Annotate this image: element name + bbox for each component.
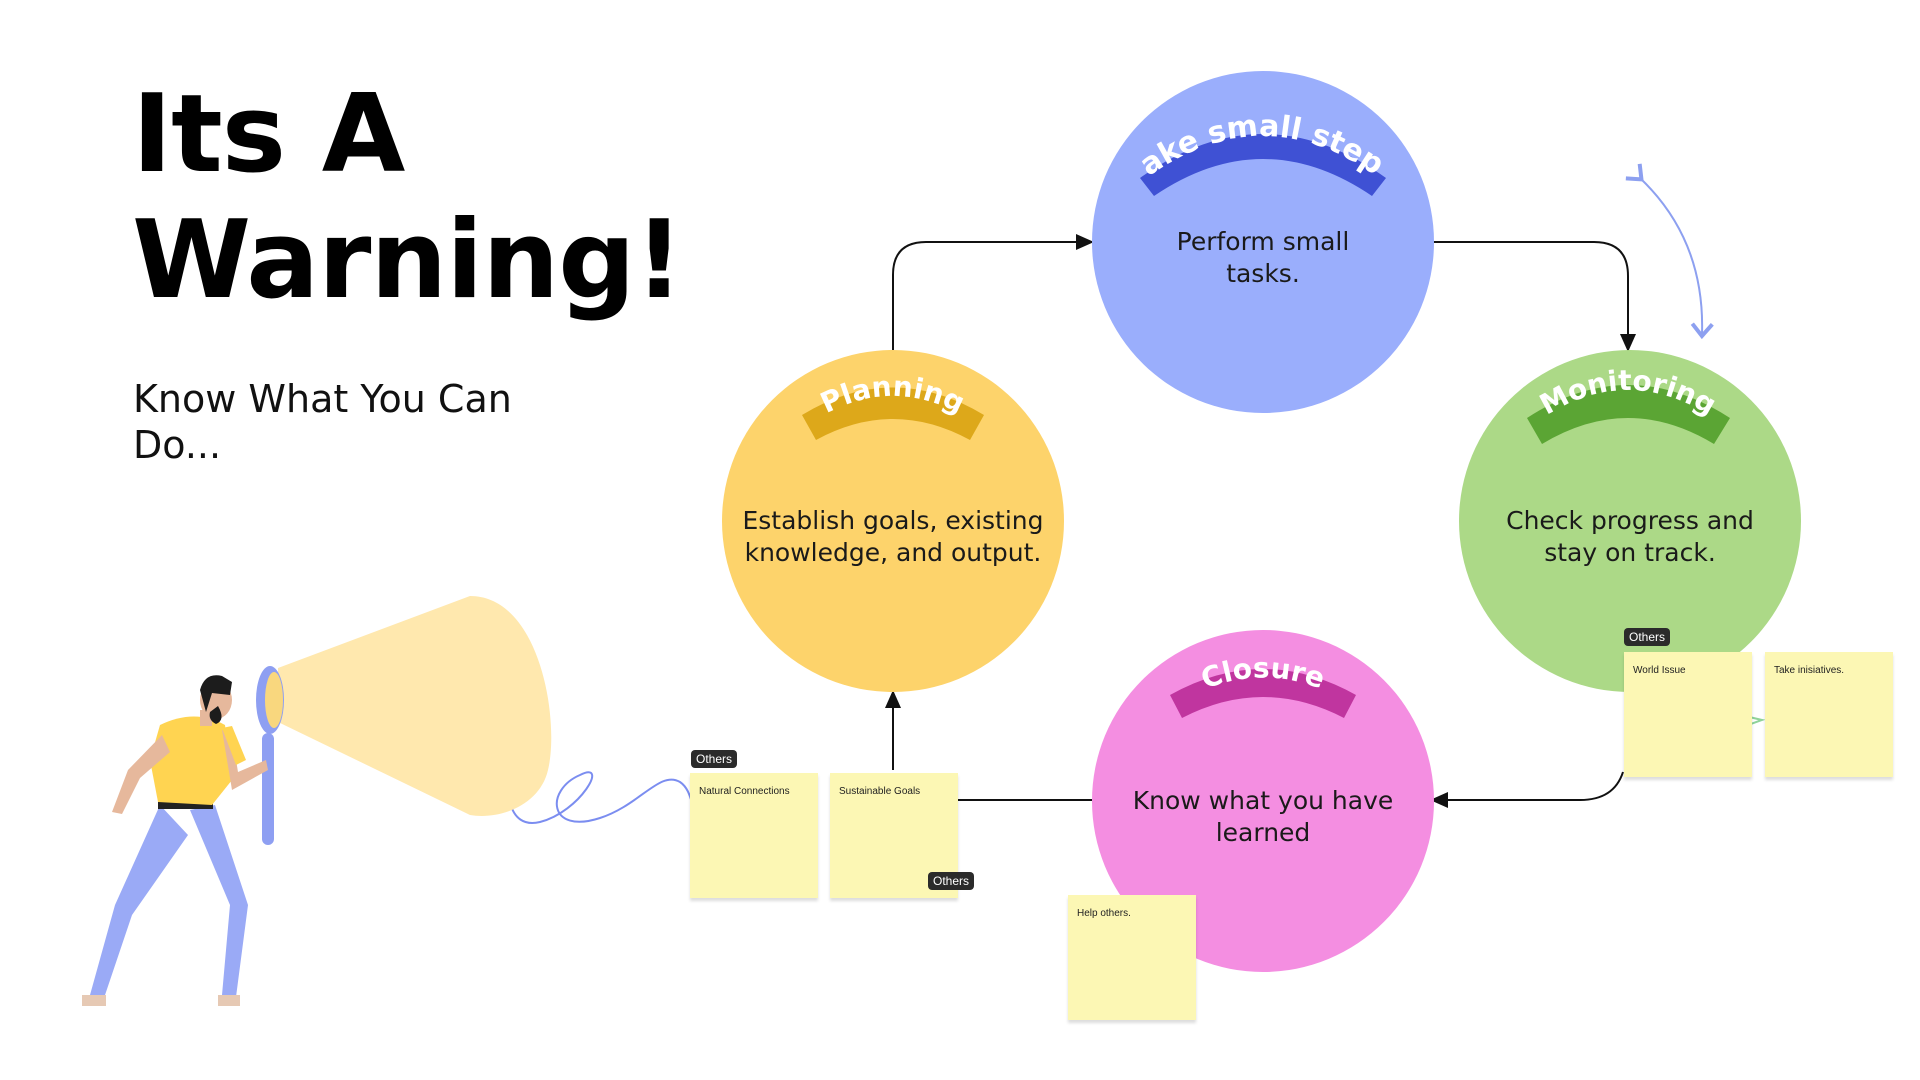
note-text: Natural Connections [699, 786, 790, 797]
sticky-note-take-initiatives[interactable]: Take inisiatives. [1765, 652, 1893, 777]
monitoring-text-line-1: Check progress and [1506, 506, 1754, 535]
title-line-2: Warning! [132, 198, 684, 323]
tag-others[interactable]: Others [691, 750, 738, 768]
planning-text-line-1: Establish goals, existing [742, 506, 1044, 535]
sticky-note-help-others[interactable]: Help others. [1068, 895, 1196, 1020]
sticky-note-world-issue[interactable]: World Issue [1624, 652, 1752, 777]
note-text: World Issue [1633, 665, 1686, 676]
planning-text-line-2: knowledge, and output. [744, 538, 1042, 567]
closure-text-line-2: learned [1215, 818, 1311, 847]
note-text: Sustainable Goals [839, 786, 921, 797]
title-line-1: Its A [132, 72, 405, 197]
connector-planning-steps [892, 234, 1094, 350]
subtitle: Know What You Can Do... [133, 377, 512, 467]
note-text: Help others. [1077, 908, 1131, 919]
tag-others[interactable]: Others [1624, 628, 1671, 646]
band-monitoring [1527, 385, 1730, 444]
double-arrow-icon [1625, 163, 1714, 340]
note-text: Take inisiatives. [1774, 665, 1845, 676]
band-planning [802, 387, 984, 440]
sticky-note-natural-connections[interactable]: Natural Connections [690, 773, 818, 898]
squiggle-line [507, 741, 706, 825]
band-closure [1170, 669, 1356, 718]
light-cone [278, 596, 552, 816]
page-title: Its A Warning! [132, 72, 692, 324]
steps-text-line-1: Perform small [1176, 227, 1350, 256]
monitoring-text: Check progress and stay on track. [1472, 505, 1788, 569]
steps-text-line-2: tasks. [1226, 259, 1300, 288]
planning-text: Establish goals, existing knowledge, and… [730, 505, 1056, 569]
stage-circle-steps [1092, 71, 1434, 413]
closure-text: Know what you have learned [1113, 785, 1413, 849]
steps-text: Perform small tasks. [1113, 226, 1413, 290]
band-steps [1140, 134, 1386, 196]
closure-text-line-1: Know what you have [1132, 786, 1394, 815]
tag-others[interactable]: Others [928, 872, 975, 890]
monitoring-text-line-2: stay on track. [1544, 538, 1716, 567]
connector-monitoring-closure [1430, 771, 1624, 808]
